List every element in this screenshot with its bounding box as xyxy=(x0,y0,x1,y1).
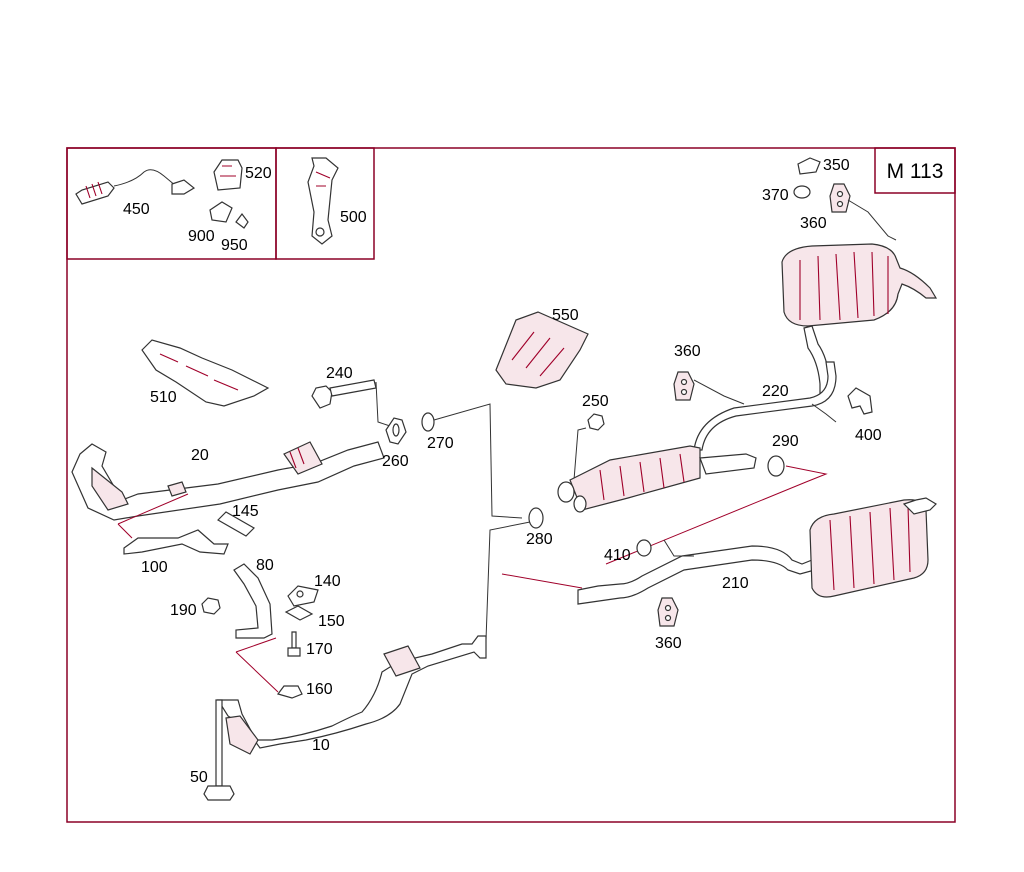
label-210: 210 xyxy=(722,575,749,592)
clip-160[interactable] xyxy=(235,637,303,699)
ring-280[interactable] xyxy=(471,507,544,647)
heat-shield-550[interactable] xyxy=(495,311,589,389)
label-260: 260 xyxy=(382,453,409,470)
label-145: 145 xyxy=(232,503,259,520)
label-20: 20 xyxy=(191,447,209,464)
diagram-frame xyxy=(66,147,956,823)
label-950: 950 xyxy=(221,237,248,254)
nut-370[interactable] xyxy=(793,185,811,199)
guide-line-210 xyxy=(501,573,583,589)
label-160: 160 xyxy=(306,681,333,698)
front-pipe-10[interactable] xyxy=(216,635,487,755)
label-100: 100 xyxy=(141,559,168,576)
rubber-mount-360-top[interactable] xyxy=(829,183,897,241)
rubber-mount-360-mid[interactable] xyxy=(673,371,745,405)
bracket-100[interactable] xyxy=(117,493,229,555)
clip-520[interactable] xyxy=(213,159,243,191)
label-900: 900 xyxy=(188,228,215,245)
rear-muffler-upper[interactable] xyxy=(781,243,938,397)
gasket-145[interactable] xyxy=(217,511,255,537)
bracket-400[interactable] xyxy=(847,387,873,415)
bolt-50[interactable] xyxy=(203,699,235,801)
label-150: 150 xyxy=(318,613,345,630)
clamp-290[interactable] xyxy=(605,455,828,565)
label-370: 370 xyxy=(762,187,789,204)
bolt-350[interactable] xyxy=(797,157,821,175)
heat-shield-510[interactable] xyxy=(141,339,270,407)
label-520: 520 xyxy=(245,165,272,182)
label-250: 250 xyxy=(582,393,609,410)
bolt-240[interactable] xyxy=(311,379,391,427)
nut-410[interactable] xyxy=(636,539,652,557)
screw-950[interactable] xyxy=(235,213,249,229)
rear-muffler-lower[interactable] xyxy=(809,497,937,598)
label-360-mid: 360 xyxy=(674,343,701,360)
label-270: 270 xyxy=(427,435,454,452)
pipe-220[interactable] xyxy=(693,361,837,451)
nut-250[interactable] xyxy=(573,413,605,481)
label-50: 50 xyxy=(190,769,208,786)
label-350: 350 xyxy=(823,157,850,174)
label-290: 290 xyxy=(772,433,799,450)
rubber-mount-360-low[interactable] xyxy=(657,597,679,627)
label-80: 80 xyxy=(256,557,274,574)
gasket-260[interactable] xyxy=(385,417,407,445)
label-10: 10 xyxy=(312,737,330,754)
inset-box-bracket xyxy=(275,147,375,260)
label-500: 500 xyxy=(340,209,367,226)
model-code: M 113 xyxy=(887,160,944,183)
oxygen-sensor-450[interactable] xyxy=(75,169,196,205)
screw-170[interactable] xyxy=(287,631,301,657)
label-400: 400 xyxy=(855,427,882,444)
label-450: 450 xyxy=(123,201,150,218)
label-240: 240 xyxy=(326,365,353,382)
label-550: 550 xyxy=(552,307,579,324)
label-220: 220 xyxy=(762,383,789,400)
clip-150[interactable] xyxy=(284,605,314,621)
nut-190[interactable] xyxy=(201,597,221,615)
center-silencer[interactable] xyxy=(557,445,757,513)
mount-140[interactable] xyxy=(287,585,319,607)
label-360-top: 360 xyxy=(800,215,827,232)
bracket-500[interactable] xyxy=(307,157,339,245)
label-360-low: 360 xyxy=(655,635,682,652)
label-410: 410 xyxy=(604,547,631,564)
ring-270[interactable] xyxy=(421,403,523,519)
label-190: 190 xyxy=(170,602,197,619)
model-code-box xyxy=(874,147,956,194)
label-140: 140 xyxy=(314,573,341,590)
cap-900[interactable] xyxy=(209,201,233,223)
label-170: 170 xyxy=(306,641,333,658)
front-pipe-20[interactable] xyxy=(71,441,385,521)
label-510: 510 xyxy=(150,389,177,406)
bracket-80[interactable] xyxy=(233,563,273,639)
label-280: 280 xyxy=(526,531,553,548)
